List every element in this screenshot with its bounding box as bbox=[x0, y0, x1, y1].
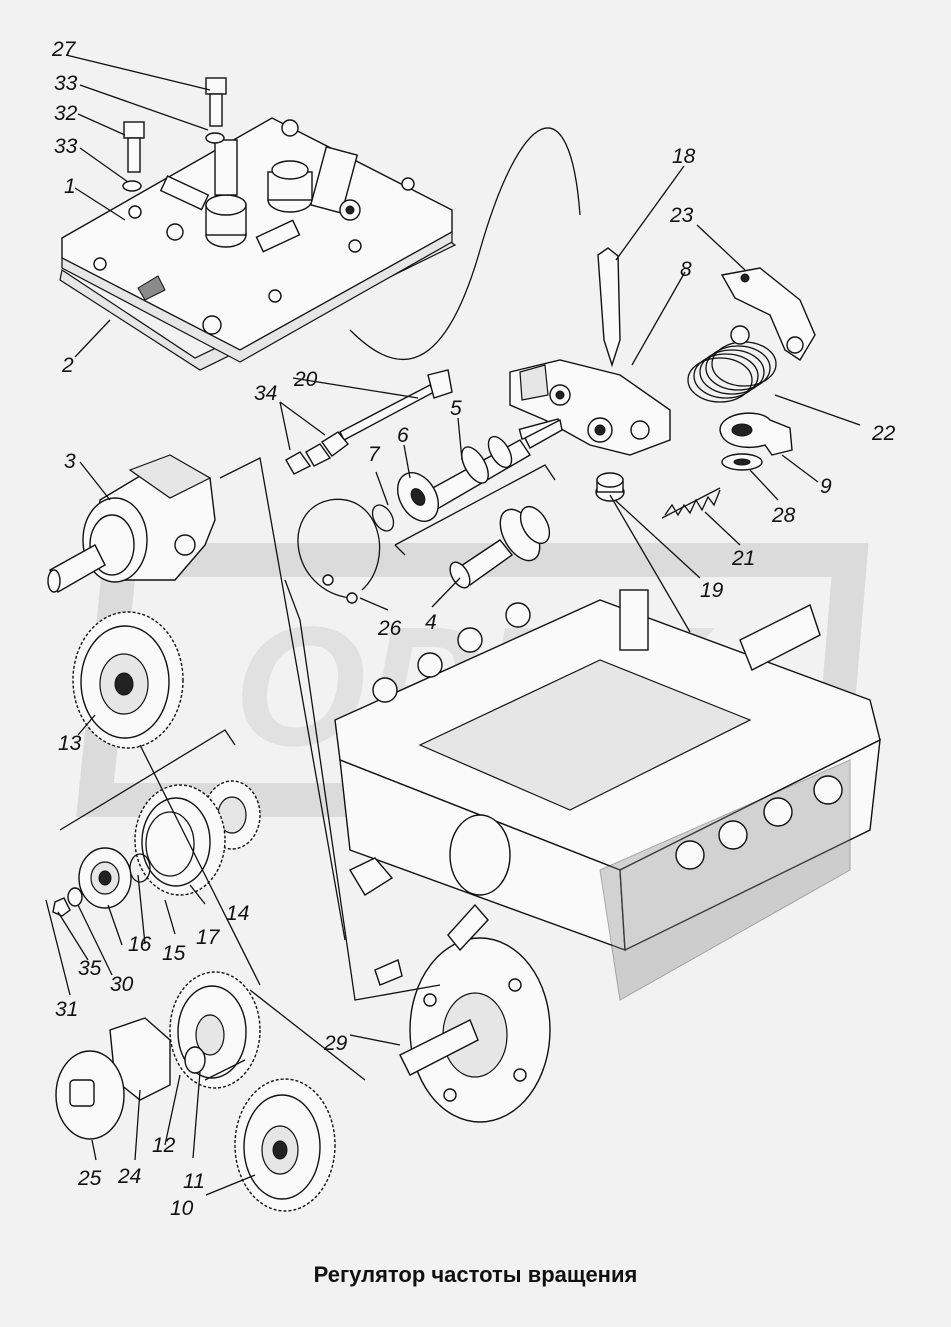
retaining-ring bbox=[297, 498, 381, 604]
pin bbox=[597, 247, 621, 368]
coil-spring bbox=[661, 487, 721, 519]
label-33-bottom: 33 bbox=[54, 135, 78, 158]
lever-with-spring bbox=[687, 267, 816, 403]
label-28: 28 bbox=[771, 504, 796, 527]
gear-large bbox=[72, 611, 184, 749]
label-3: 3 bbox=[64, 450, 76, 473]
label-11: 11 bbox=[183, 1170, 205, 1193]
lever-assembly bbox=[509, 359, 671, 456]
label-33-top: 33 bbox=[54, 72, 78, 95]
label-6: 6 bbox=[397, 424, 409, 447]
bolts-and-washers bbox=[122, 77, 227, 192]
label-14: 14 bbox=[226, 902, 249, 925]
label-18: 18 bbox=[672, 145, 696, 168]
label-31: 31 bbox=[55, 998, 78, 1021]
label-17: 17 bbox=[196, 926, 221, 949]
label-30: 30 bbox=[110, 973, 134, 996]
shaft-assembly bbox=[371, 418, 563, 532]
label-5: 5 bbox=[450, 397, 462, 420]
label-9: 9 bbox=[820, 475, 832, 498]
label-22: 22 bbox=[871, 422, 896, 445]
governor-housing bbox=[47, 454, 216, 594]
label-32: 32 bbox=[54, 102, 78, 125]
label-21: 21 bbox=[731, 547, 755, 570]
bracket-and-washer bbox=[719, 412, 793, 471]
label-23: 23 bbox=[669, 204, 694, 227]
label-4: 4 bbox=[425, 611, 437, 634]
label-25: 25 bbox=[77, 1167, 102, 1190]
flyweight-path-arc bbox=[349, 127, 581, 361]
label-12: 12 bbox=[152, 1134, 176, 1157]
label-15: 15 bbox=[162, 942, 186, 965]
label-1: 1 bbox=[64, 175, 76, 198]
label-8: 8 bbox=[680, 258, 692, 281]
label-19: 19 bbox=[700, 579, 724, 602]
label-35: 35 bbox=[78, 957, 102, 980]
label-10: 10 bbox=[170, 1197, 194, 1220]
gear-cluster bbox=[52, 780, 261, 917]
label-34: 34 bbox=[254, 382, 277, 405]
bushing bbox=[595, 472, 625, 502]
label-26: 26 bbox=[377, 617, 402, 640]
label-29: 29 bbox=[323, 1032, 348, 1055]
label-27: 27 bbox=[51, 38, 77, 61]
pump-housing bbox=[334, 589, 881, 1123]
drive-gear-assembly bbox=[55, 971, 336, 1212]
label-2: 2 bbox=[61, 354, 74, 377]
drive-shaft-gear bbox=[449, 505, 551, 589]
label-13: 13 bbox=[58, 732, 82, 755]
diagram-caption: Регулятор частоты вращения bbox=[313, 1262, 638, 1287]
leader-lines bbox=[45, 54, 861, 1196]
label-16: 16 bbox=[128, 933, 152, 956]
part-number-labels: 27 33 32 33 1 2 3 18 23 8 20 34 5 6 7 22… bbox=[51, 38, 896, 1220]
label-24: 24 bbox=[117, 1165, 141, 1188]
label-7: 7 bbox=[368, 443, 381, 466]
cover-plate bbox=[59, 117, 457, 371]
label-20: 20 bbox=[293, 368, 318, 391]
bolt-and-nuts bbox=[285, 369, 453, 475]
